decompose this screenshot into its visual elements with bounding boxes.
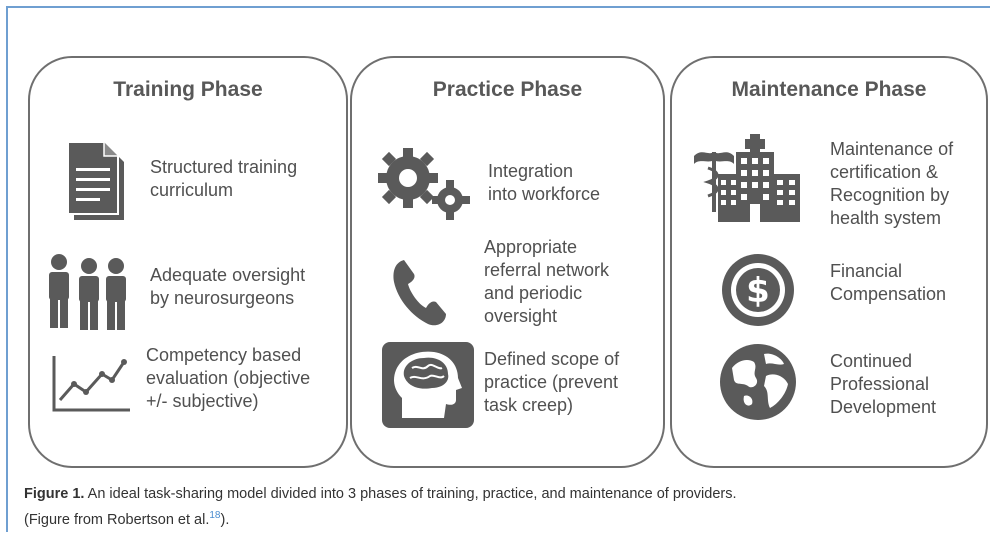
dollar-coin-icon: $: [722, 254, 794, 326]
figure-caption: Figure 1. An ideal task-sharing model di…: [24, 484, 974, 531]
reference-link[interactable]: 18: [209, 510, 221, 521]
phase-title: Maintenance Phase: [731, 78, 927, 101]
globe-icon: [720, 344, 796, 420]
item-text: Adequate oversight by neurosurgeons: [150, 265, 306, 308]
gears-icon: [378, 148, 470, 220]
caption-label: Figure 1.: [24, 486, 85, 502]
people-icon: [49, 254, 126, 330]
item-text: Financial Compensation: [830, 261, 947, 304]
item-text: Integration into workforce: [488, 161, 601, 204]
item-text: Competency based evaluation (objective +…: [146, 345, 311, 411]
hospital-icon: [694, 134, 800, 222]
line-chart-icon: [52, 356, 130, 412]
document-icon: [67, 141, 124, 220]
phone-icon: [393, 260, 446, 326]
svg-text:$: $: [746, 271, 770, 311]
item-text: Maintenance of certification & Recogniti…: [830, 139, 954, 228]
brain-head-icon: [382, 342, 474, 428]
figure-frame: [6, 6, 990, 532]
item-text: Appropriate referral network and periodi…: [484, 237, 610, 326]
item-text: Structured training curriculum: [150, 157, 298, 200]
phase-title: Practice Phase: [432, 78, 583, 101]
caption-source-end: ).: [220, 511, 230, 528]
caption-source: (Figure from Robertson et al.: [24, 511, 210, 528]
training-phase-panel: Training Phase Structured training curri…: [28, 56, 348, 468]
item-text: Continued Professional Development: [830, 351, 937, 417]
phase-title: Training Phase: [113, 78, 263, 101]
caption-text: An ideal task-sharing model divided into…: [84, 486, 737, 502]
item-text: Defined scope of practice (prevent task …: [484, 349, 620, 415]
maintenance-phase-panel: Maintenance Phase Maintenance of certi: [670, 56, 988, 468]
practice-phase-panel: Practice Phase Integration into workforc…: [350, 56, 665, 468]
